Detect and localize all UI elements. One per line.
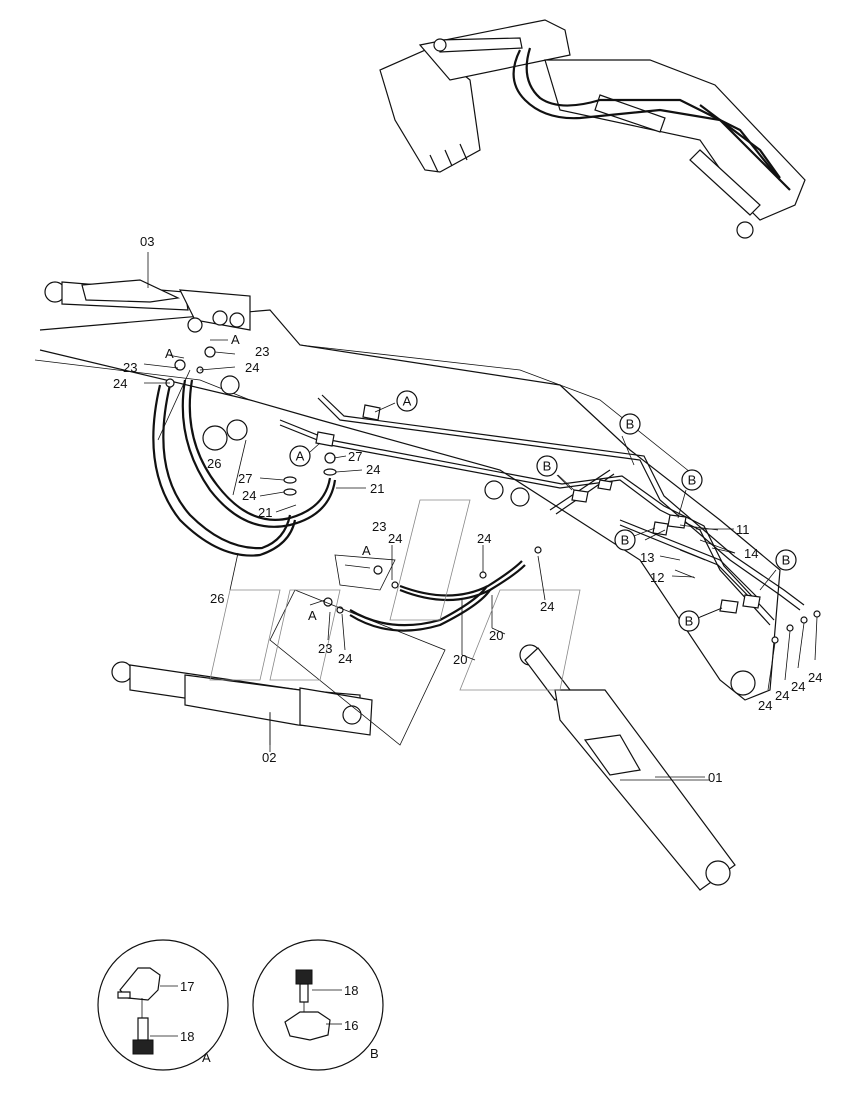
arm-cylinder-02: [111, 661, 373, 752]
boom-outline: [34, 309, 781, 701]
callout-24: 24: [113, 376, 127, 391]
view-letters-plain: A A A A: [165, 332, 371, 623]
callout-26: 26: [207, 456, 221, 471]
watermark: [209, 499, 581, 691]
callout-21: 21: [370, 481, 384, 496]
view-marker-b: B: [536, 455, 575, 491]
callout-12: 12: [650, 570, 664, 585]
pipes-11-14: [279, 394, 805, 626]
detail-frames: [269, 554, 446, 746]
callout-21: 21: [258, 505, 272, 520]
leader-lines: [143, 339, 736, 778]
view-markers-circled: A A B B B B B: [289, 390, 797, 632]
callout-13: 13: [640, 550, 654, 565]
callout-11: 11: [736, 522, 750, 537]
svg-text:A: A: [403, 394, 412, 409]
view-letter-a: A: [308, 608, 317, 623]
detail-b-label: B: [370, 1046, 379, 1061]
svg-text:B: B: [685, 614, 694, 629]
callout-20: 20: [453, 652, 467, 667]
callout-24: 24: [366, 462, 380, 477]
callout-23: 23: [255, 344, 269, 359]
callout-26: 26: [210, 591, 224, 606]
callout-24: 24: [338, 651, 352, 666]
boom-cylinder-01: [519, 644, 736, 891]
callout-24: 24: [242, 488, 256, 503]
view-marker-b: B: [614, 527, 656, 551]
svg-text:B: B: [688, 473, 697, 488]
callout-23: 23: [318, 641, 332, 656]
view-marker-b: B: [681, 469, 703, 491]
view-marker-b: B: [678, 607, 723, 632]
callout-24: 24: [477, 531, 491, 546]
overview-illustration: [379, 19, 806, 239]
svg-text:B: B: [621, 533, 630, 548]
callout-24: 24: [808, 670, 822, 685]
callout-24: 24: [388, 531, 402, 546]
callout-18: 18: [180, 1029, 194, 1044]
view-marker-a: A: [289, 442, 321, 467]
detail-a: 17 18 A: [97, 939, 229, 1071]
callout-labels: 03 02 01 26 26 23 24 23 24 27 24 27 24 2…: [113, 234, 822, 785]
callout-14: 14: [744, 546, 758, 561]
callout-27: 27: [238, 471, 252, 486]
view-marker-b: B: [775, 549, 797, 571]
callout-24: 24: [791, 679, 805, 694]
callout-24: 24: [775, 688, 789, 703]
svg-text:B: B: [626, 417, 635, 432]
callout-18: 18: [344, 983, 358, 998]
bucket-cylinder-03: [44, 252, 251, 331]
callout-16: 16: [344, 1018, 358, 1033]
hoses-26: [152, 379, 337, 591]
callout-01: 01: [708, 770, 722, 785]
callout-24: 24: [245, 360, 259, 375]
view-letter-a: A: [165, 346, 174, 361]
callout-23: 23: [372, 519, 386, 534]
callout-02: 02: [262, 750, 276, 765]
callout-17: 17: [180, 979, 194, 994]
svg-text:B: B: [543, 459, 552, 474]
svg-text:A: A: [296, 449, 305, 464]
view-marker-a: A: [374, 390, 418, 413]
detail-a-label: A: [202, 1050, 211, 1065]
view-marker-b: B: [619, 413, 641, 435]
callout-24: 24: [758, 698, 772, 713]
callout-03: 03: [140, 234, 154, 249]
callout-23: 23: [123, 360, 137, 375]
view-letter-a: A: [231, 332, 240, 347]
callout-24: 24: [540, 599, 554, 614]
view-letter-a: A: [362, 543, 371, 558]
callout-27: 27: [348, 449, 362, 464]
svg-text:B: B: [782, 553, 791, 568]
detail-b: 18 16 B: [252, 939, 384, 1071]
callout-20: 20: [489, 628, 503, 643]
